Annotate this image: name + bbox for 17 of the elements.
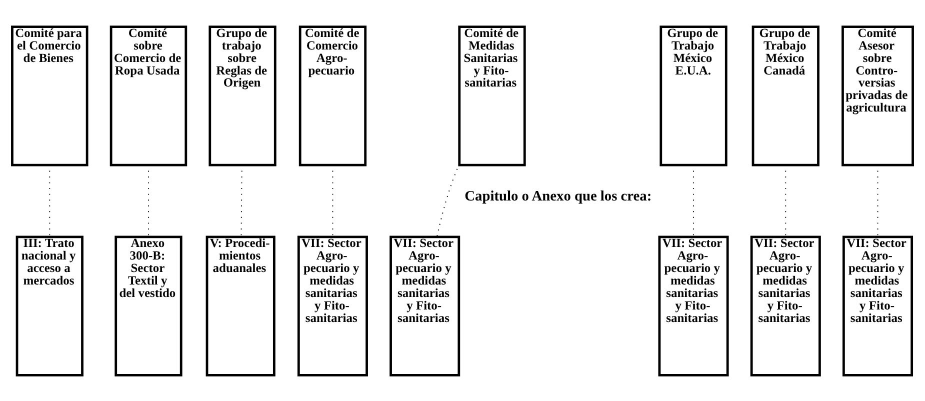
- node-box: Grupo de trabajo sobre Reglas de Origen: [208, 25, 276, 166]
- node-box: V: Procedi- mientos aduanales: [206, 235, 276, 376]
- node-box: Comité de Comercio Agro- pecuario: [298, 25, 367, 166]
- node-box: VII: Sector Agro- pecuario y medidas sanitarias y Fito- sanitarias: [658, 235, 729, 376]
- node-box: Anexo 300-B: Sector Textil y del vestido: [114, 235, 182, 376]
- node-box: VII: Sector Agro- pecuario y medidas sanitarias y Fito- sanitarias: [750, 235, 821, 376]
- node-box: VII: Sector Agro- pecuario y medidas sanitarias y Fito- sanitarias: [842, 235, 914, 376]
- node-box: VII: Sector Agro- pecuario y medidas sanitarias y Fito- sanitarias: [390, 235, 460, 376]
- node-box: III: Trato nacional y acceso a mercados: [16, 235, 84, 376]
- node-box: Comité de Medidas Sanitarias y Fito- sanitarias: [458, 25, 526, 166]
- node-box: Grupo de Trabajo México Canadá: [752, 25, 820, 166]
- node-box: Grupo de Trabajo México E.U.A.: [660, 25, 728, 166]
- node-box: Comité para el Comercio de Bienes: [11, 25, 88, 166]
- label: Capitulo o Anexo que los crea:: [464, 188, 652, 204]
- node-box: Comité sobre Comercio de Ropa Usada: [110, 25, 188, 166]
- node-box: Comité Asesor sobre Contro- versias privadas de agricultura: [842, 25, 914, 166]
- node-box: VII: Sector Agro- pecuario y medidas sanitarias y Fito- sanitarias: [297, 235, 368, 376]
